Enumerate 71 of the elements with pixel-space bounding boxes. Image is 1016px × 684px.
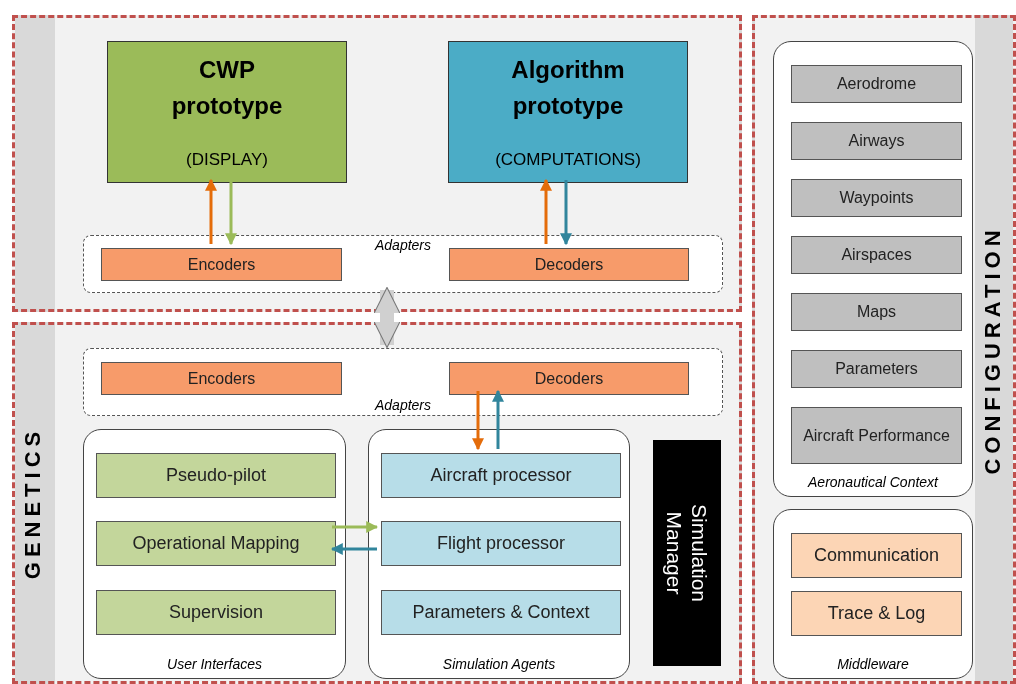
module-box bbox=[791, 350, 962, 388]
component-subtitle: (COMPUTATIONS) bbox=[494, 150, 642, 170]
section-frame bbox=[12, 15, 742, 312]
group-label: Middleware bbox=[837, 656, 909, 672]
module-label: Maps bbox=[856, 303, 897, 321]
module-box bbox=[791, 533, 962, 578]
adapter-group bbox=[83, 235, 723, 293]
module-box bbox=[381, 521, 621, 566]
group-label: Simulation Agents bbox=[442, 656, 556, 672]
module-box bbox=[791, 122, 962, 160]
component-title: CWP prototype bbox=[170, 55, 284, 121]
adapter-group bbox=[83, 348, 723, 416]
module-box bbox=[791, 65, 962, 103]
module-box bbox=[96, 590, 336, 635]
arrow bbox=[373, 286, 401, 349]
arrow bbox=[330, 543, 377, 555]
module-label: Parameters bbox=[835, 360, 918, 378]
arrow bbox=[540, 178, 552, 244]
component-box bbox=[107, 41, 347, 183]
module-label: Decoders bbox=[534, 255, 604, 274]
module-box bbox=[381, 453, 621, 498]
module-label: Communication bbox=[813, 545, 940, 566]
arrow bbox=[332, 521, 379, 533]
manager-label: Simulation Manager bbox=[662, 502, 713, 605]
group-label: Adapters bbox=[374, 397, 431, 413]
component-subtitle: (DISPLAY) bbox=[185, 150, 269, 170]
component-box bbox=[448, 41, 688, 183]
module-box bbox=[449, 248, 689, 281]
section-frame bbox=[12, 322, 742, 684]
module-box bbox=[791, 293, 962, 331]
module-label: Aircraft Performance bbox=[803, 426, 950, 445]
module-label: Operational Mapping bbox=[132, 533, 300, 554]
module-box bbox=[791, 591, 962, 636]
module-box bbox=[381, 590, 621, 635]
module-label: Encoders bbox=[187, 369, 256, 388]
module-label: Encoders bbox=[187, 255, 256, 274]
group-box bbox=[773, 41, 973, 497]
arrow bbox=[492, 389, 504, 449]
module-label: Pseudo-pilot bbox=[165, 465, 267, 486]
arrow bbox=[205, 178, 217, 244]
module-label: Aircraft processor bbox=[430, 465, 572, 486]
module-label: Supervision bbox=[168, 602, 264, 623]
module-label: Parameters & Context bbox=[412, 602, 590, 623]
group-box bbox=[83, 429, 346, 679]
module-label: Decoders bbox=[534, 369, 604, 388]
module-box bbox=[791, 236, 962, 274]
group-box bbox=[368, 429, 630, 679]
group-label: User Interfaces bbox=[167, 656, 262, 672]
group-box bbox=[773, 509, 973, 679]
module-box bbox=[449, 362, 689, 395]
manager-box bbox=[653, 440, 721, 666]
module-label: Airways bbox=[848, 132, 905, 150]
module-box bbox=[96, 453, 336, 498]
section-frame bbox=[752, 15, 1016, 684]
module-box bbox=[791, 407, 962, 464]
section-label: CONFIGURATION bbox=[980, 224, 1006, 475]
module-label: Waypoints bbox=[839, 189, 914, 207]
component-title: Algorithm prototype bbox=[510, 55, 626, 121]
module-box bbox=[791, 179, 962, 217]
arrow bbox=[560, 180, 572, 246]
arrow bbox=[472, 391, 484, 451]
section-label: GENETICS bbox=[20, 426, 46, 580]
group-label: Aeronautical Context bbox=[808, 474, 938, 490]
module-label: Flight processor bbox=[436, 533, 566, 554]
module-box bbox=[96, 521, 336, 566]
module-label: Trace & Log bbox=[827, 603, 926, 624]
module-box bbox=[101, 362, 342, 395]
module-box bbox=[101, 248, 342, 281]
group-label: Adapters bbox=[374, 237, 431, 253]
module-label: Aerodrome bbox=[836, 75, 917, 93]
module-label: Airspaces bbox=[841, 246, 912, 264]
